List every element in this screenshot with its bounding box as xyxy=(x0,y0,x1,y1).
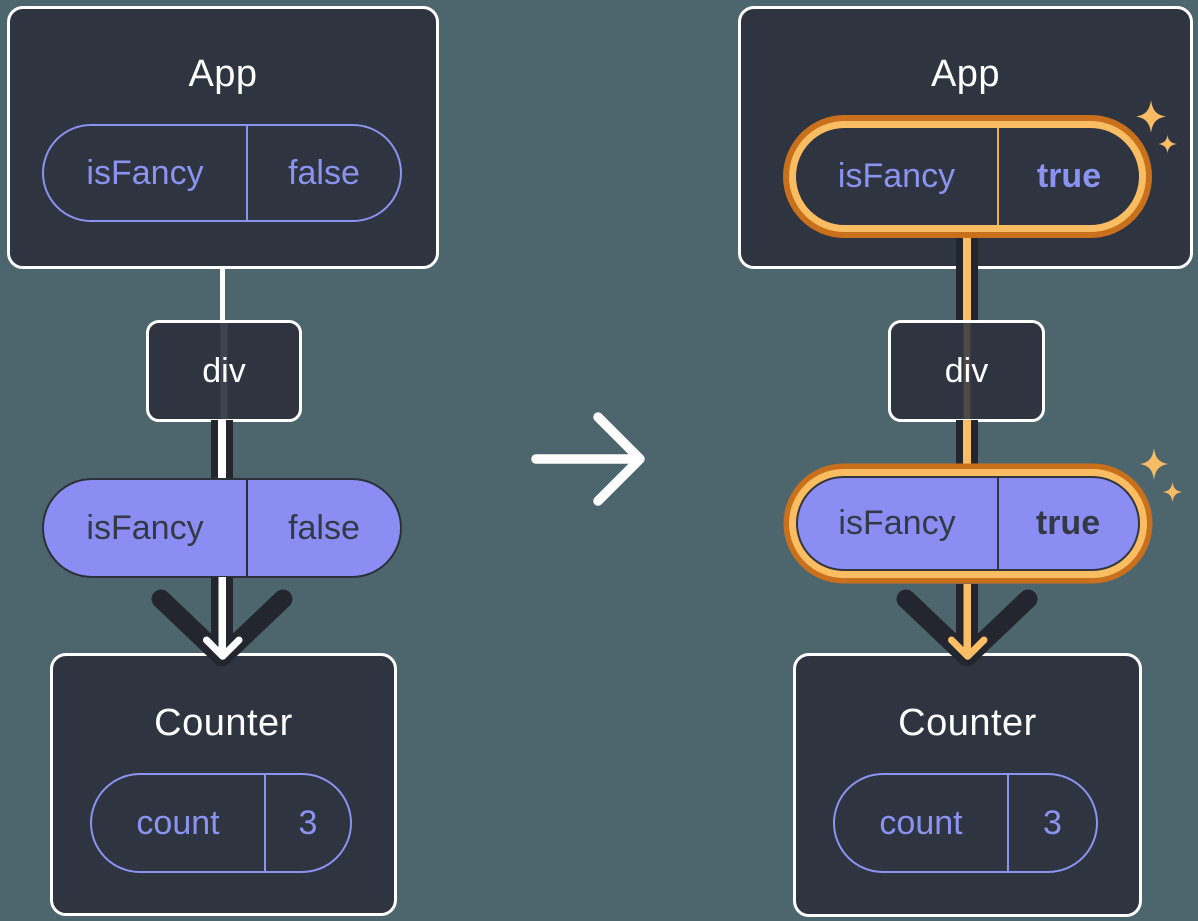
div-to-prop-line xyxy=(211,420,233,480)
app-to-div-line xyxy=(956,230,978,324)
div-box: div xyxy=(146,320,302,422)
div-label: div xyxy=(202,351,246,390)
prop-pill-highlighted: isFancy true xyxy=(795,475,1140,571)
down-arrow-icon xyxy=(896,584,1038,667)
sparkle-icon xyxy=(1163,482,1182,502)
count-value: 3 xyxy=(1007,775,1096,871)
component-title: Counter xyxy=(154,702,293,744)
prop-pill: isFancy false xyxy=(42,478,402,578)
component-title: App xyxy=(930,53,1001,95)
prop-name: isFancy xyxy=(86,508,204,547)
down-arrow-icon xyxy=(151,577,293,667)
prop-value: true xyxy=(996,477,1138,569)
count-value: 3 xyxy=(264,775,350,871)
state-value: true xyxy=(997,128,1139,225)
state-pill: isFancy false xyxy=(42,124,402,222)
sparkle-icon xyxy=(1140,448,1168,480)
component-title: App xyxy=(188,53,258,95)
state-value: false xyxy=(246,126,400,220)
state-name: isFancy xyxy=(837,157,956,195)
state-pill-highlighted: isFancy true xyxy=(789,121,1146,232)
app-to-div-line xyxy=(219,266,225,324)
transition-arrow-icon xyxy=(531,412,645,506)
prop-name: isFancy xyxy=(838,503,956,542)
div-inner-line xyxy=(963,323,970,419)
prop-value: false xyxy=(246,480,400,576)
component-title: Counter xyxy=(898,702,1037,744)
sparkle-icon xyxy=(1136,100,1166,133)
div-inner-line xyxy=(220,323,228,419)
div-label: div xyxy=(944,351,989,390)
div-to-prop-line xyxy=(956,420,978,470)
sparkle-icon xyxy=(1158,135,1177,153)
state-name: isFancy xyxy=(86,153,204,192)
count-name: count xyxy=(136,803,220,842)
count-pill: count 3 xyxy=(833,773,1098,873)
count-pill: count 3 xyxy=(90,773,352,873)
div-box: div xyxy=(888,320,1045,422)
count-name: count xyxy=(879,803,963,842)
